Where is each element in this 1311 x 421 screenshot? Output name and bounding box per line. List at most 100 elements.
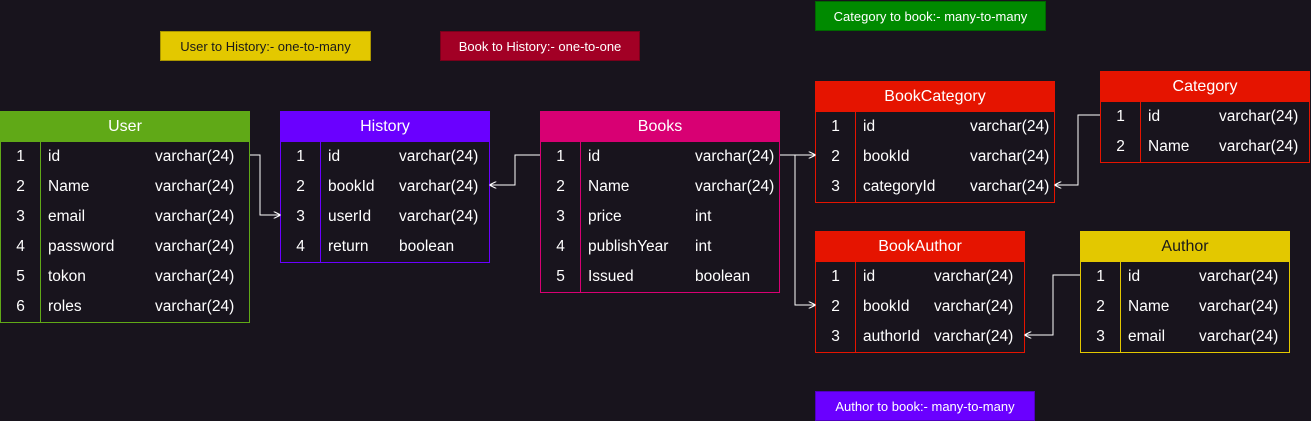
row-number: 5 <box>541 262 581 292</box>
field-type: int <box>695 208 712 225</box>
note-book-history[interactable]: Book to History:- one-to-one <box>440 31 640 61</box>
field-name: Name <box>48 178 90 195</box>
field-type: varchar(24) <box>1219 108 1299 125</box>
field-name: roles <box>48 298 82 315</box>
table-row[interactable]: 5 tokon varchar(24) <box>1 262 249 292</box>
row-number: 2 <box>1101 132 1141 162</box>
field-type: boolean <box>399 238 455 255</box>
field-name: id <box>1148 108 1161 125</box>
field-type: boolean <box>695 268 751 285</box>
field-type: varchar(24) <box>155 178 235 195</box>
table-row[interactable]: 1 id varchar(24) <box>541 142 779 172</box>
edge-books-id-to-history-bookid <box>490 154 540 185</box>
row-number: 3 <box>281 202 321 232</box>
row-number: 4 <box>281 232 321 262</box>
field-type: varchar(24) <box>155 148 235 165</box>
table-title: Author <box>1081 232 1289 262</box>
table-title: Category <box>1101 72 1309 102</box>
field-name: id <box>48 148 61 165</box>
field-name: Name <box>1148 138 1190 155</box>
field-type: varchar(24) <box>970 118 1050 135</box>
note-user-history[interactable]: User to History:- one-to-many <box>160 31 371 61</box>
row-number: 2 <box>816 292 856 322</box>
note-category-book[interactable]: Category to book:- many-to-many <box>815 1 1046 31</box>
edge-category-id-to-bookcategory-categoryid <box>1055 114 1100 185</box>
table-row[interactable]: 1 id varchar(24) <box>1081 262 1289 292</box>
field-name: password <box>48 238 115 255</box>
row-number: 5 <box>1 262 41 292</box>
field-name: publishYear <box>588 238 669 255</box>
field-name: Issued <box>588 268 634 285</box>
row-number: 3 <box>1 202 41 232</box>
table-row[interactable]: 1 id varchar(24) <box>1101 102 1309 132</box>
table-row[interactable]: 5 Issued boolean <box>541 262 779 292</box>
field-name: id <box>863 268 876 285</box>
row-number: 1 <box>541 142 581 172</box>
row-number: 3 <box>816 172 856 202</box>
field-name: id <box>588 148 601 165</box>
row-number: 2 <box>816 142 856 172</box>
row-number: 1 <box>1101 102 1141 132</box>
table-row[interactable]: 1 id varchar(24) <box>1 142 249 172</box>
field-name: id <box>1128 268 1141 285</box>
field-type: varchar(24) <box>934 298 1014 315</box>
row-number: 1 <box>1081 262 1121 292</box>
row-number: 3 <box>816 322 856 352</box>
note-author-book[interactable]: Author to book:- many-to-many <box>815 391 1035 421</box>
field-name: Name <box>588 178 630 195</box>
table-row[interactable]: 2 Name varchar(24) <box>1101 132 1309 162</box>
row-number: 2 <box>281 172 321 202</box>
table-row[interactable]: 1 id varchar(24) <box>816 262 1024 292</box>
field-type: varchar(24) <box>934 268 1014 285</box>
field-type: varchar(24) <box>970 148 1050 165</box>
row-number: 6 <box>1 292 41 322</box>
field-type: varchar(24) <box>695 178 775 195</box>
field-type: varchar(24) <box>1219 138 1299 155</box>
row-number: 1 <box>816 112 856 142</box>
field-type: varchar(24) <box>399 178 479 195</box>
field-type: varchar(24) <box>1199 268 1279 285</box>
field-type: varchar(24) <box>399 208 479 225</box>
field-name: Name <box>1128 298 1170 315</box>
field-type: varchar(24) <box>695 148 775 165</box>
field-type: varchar(24) <box>155 268 235 285</box>
field-name: authorId <box>863 328 920 345</box>
row-number: 1 <box>816 262 856 292</box>
field-name: categoryId <box>863 178 936 195</box>
field-name: price <box>588 208 622 225</box>
field-type: varchar(24) <box>1199 328 1279 345</box>
row-number: 1 <box>281 142 321 172</box>
field-name: email <box>1128 328 1166 345</box>
field-type: varchar(24) <box>934 328 1014 345</box>
field-name: tokon <box>48 268 86 285</box>
field-type: varchar(24) <box>1199 298 1279 315</box>
table-row[interactable]: 3 authorId varchar(24) <box>816 322 1024 352</box>
row-number: 1 <box>1 142 41 172</box>
field-type: varchar(24) <box>399 148 479 165</box>
edge-author-id-to-bookauthor-authorid <box>1025 274 1080 335</box>
